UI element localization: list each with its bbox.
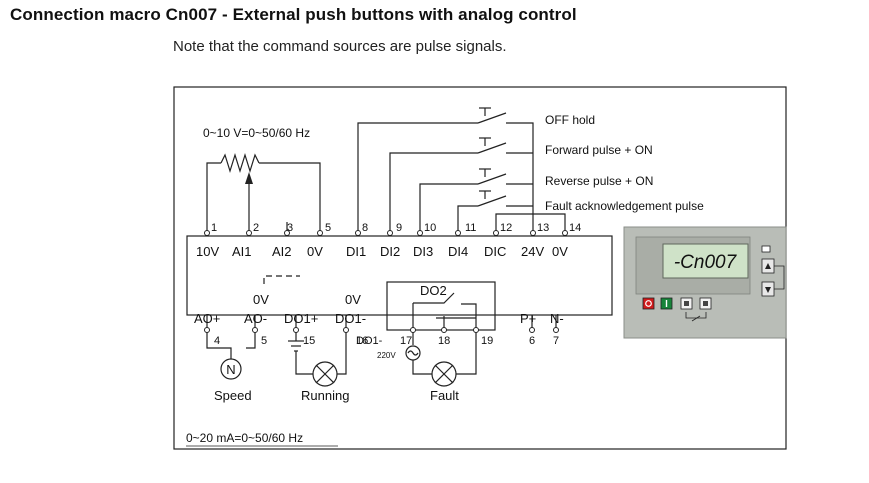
terminal-number: 5 [261,335,267,347]
terminal-name: AO- [244,311,267,326]
terminal-number: 9 [396,222,402,234]
terminal-number: 3 [287,222,293,234]
terminal-number: DO1- [356,335,383,347]
analog-output-label: 0~20 mA=0~50/60 Hz [186,431,303,445]
terminal-number: 10 [424,222,436,234]
terminal-name: 24V [521,244,544,259]
speed-label: Speed [214,388,252,403]
page-title: Connection macro Cn007 - External push b… [10,5,577,24]
fault-label: Fault [430,388,459,403]
terminal-number: 18 [438,335,450,347]
terminal-name: 0V [307,244,323,259]
terminal-name: AO+ [194,311,220,326]
terminal-number: 7 [553,335,559,347]
terminal-number: 4 [214,335,220,347]
operator-panel: -Cn007 [623,226,787,339]
switch-label-reverse: Reverse pulse + ON [545,174,653,188]
terminal-name: DO1+ [284,311,318,326]
terminal-number: 19 [481,335,493,347]
stop-key-icon[interactable] [642,297,655,310]
terminal-number: 17 [400,335,412,347]
terminal-name: DI3 [413,244,433,259]
terminal-number: 12 [500,222,512,234]
terminal-name: AI1 [232,244,252,259]
terminal-name: 10V [196,244,219,259]
terminal-number: 6 [529,335,535,347]
relay-do2-label: DO2 [420,283,447,298]
terminal-number: 8 [362,222,368,234]
potentiometer-label: 0~10 V=0~50/60 Hz [203,126,310,140]
switch-label-fault-ack: Fault acknowledgement pulse [545,199,704,213]
meter-icon: N [226,362,235,377]
terminal-number: 5 [325,222,331,234]
terminal-number: 1 [211,222,217,234]
do1-0v-label: 0V [345,292,361,307]
ao-0v-label: 0V [253,292,269,307]
terminal-name: N- [550,311,564,326]
terminal-name: P+ [520,311,536,326]
terminal-name: DO1- [335,311,366,326]
terminal-name: 0V [552,244,568,259]
terminal-name: AI2 [272,244,292,259]
switch-label-forward: Forward pulse + ON [545,143,653,157]
terminal-name: DI4 [448,244,468,259]
terminal-name: DI2 [380,244,400,259]
lcd-display [662,243,749,279]
note-text: Note that the command sources are pulse … [173,38,507,55]
terminal-number: 16 [356,335,368,347]
terminal-number: 15 [303,335,315,347]
terminal-number: 13 [537,222,549,234]
voltage-label: 220V [377,351,396,360]
terminal-number: 14 [569,222,581,234]
terminal-number: 11 [465,222,476,234]
terminal-number: 2 [253,222,259,234]
switch-label-off-hold: OFF hold [545,113,595,127]
terminal-strip [186,235,613,316]
running-label: Running [301,388,349,403]
lcd-text: -Cn007 [674,252,738,273]
status-led-icon [761,245,771,253]
terminal-name: DI1 [346,244,366,259]
terminal-name: DIC [484,244,506,259]
